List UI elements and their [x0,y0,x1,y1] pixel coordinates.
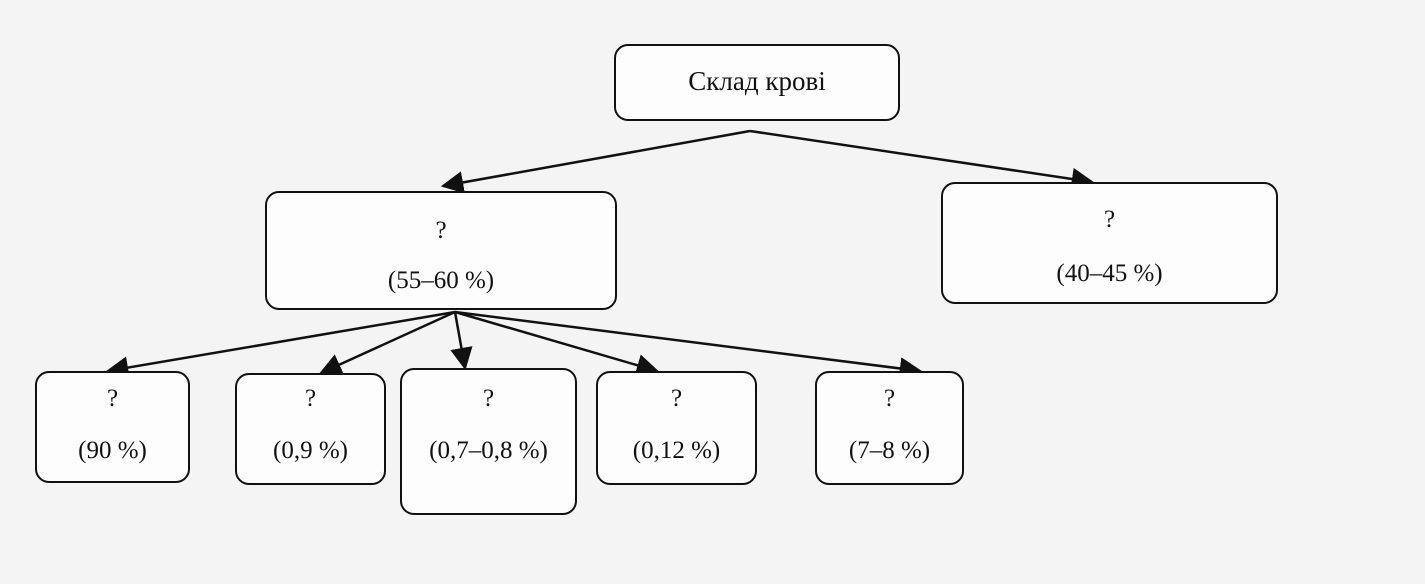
arrow-plasma-to-child-1 [105,310,456,379]
arrow-plasma-to-child-5 [454,310,923,380]
level2-1-question: ? [106,385,119,412]
level1-node-left: ? (55–60 %) [265,191,617,310]
level1-right-value: (40–45 %) [1056,260,1163,287]
level2-3-question: ? [482,385,495,412]
level1-node-right: ? (40–45 %) [941,182,1278,304]
arrow-root-to-plasma [440,129,751,194]
level2-2-value: (0,9 %) [273,437,348,464]
level2-node-3: ? (0,7–0,8 %) [400,368,577,515]
level1-left-value: (55–60 %) [387,267,495,294]
level2-node-2: ? (0,9 %) [235,373,386,485]
root-node: Склад крові [614,44,900,121]
level2-5-value: (7–8 %) [848,437,931,464]
arrow-root-to-cells [749,129,1095,191]
level2-2-question: ? [304,385,317,412]
arrow-plasma-to-child-4 [454,310,660,377]
level1-right-question: ? [1103,206,1116,233]
level2-node-5: ? (7–8 %) [815,371,964,485]
level2-node-1: ? (90 %) [35,371,190,483]
arrow-plasma-to-child-2 [318,310,456,375]
level2-5-question: ? [883,385,896,412]
level2-3-value: (0,7–0,8 %) [429,437,548,464]
level1-left-question: ? [435,217,447,244]
root-label: Склад крові [688,66,826,96]
level2-node-4: ? (0,12 %) [596,371,757,485]
level2-1-value: (90 %) [78,437,147,464]
level2-4-value: (0,12 %) [632,437,721,464]
level2-4-question: ? [670,385,683,412]
arrow-plasma-to-child-3 [450,311,473,371]
